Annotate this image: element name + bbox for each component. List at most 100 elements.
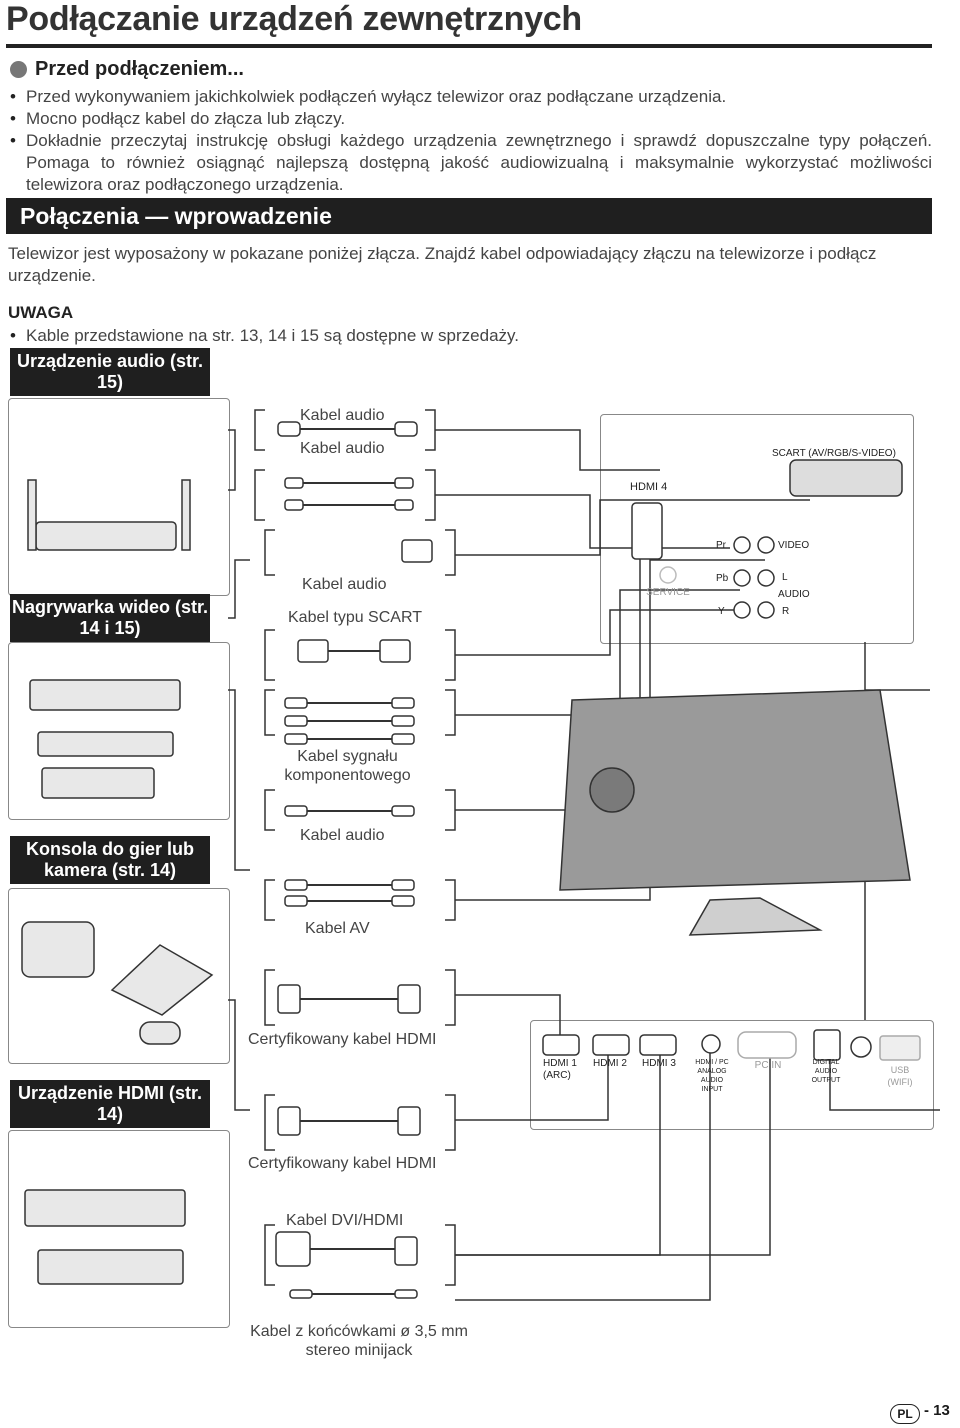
minijack-plug-icon: [289, 1289, 313, 1299]
bluray-player-icon: [37, 731, 174, 757]
cable-wire: [300, 428, 398, 1295]
pc-in-port-icon: [737, 1031, 797, 1059]
pb-port-icon: [733, 569, 751, 587]
video-port-icon: [757, 536, 775, 554]
before-heading: Przed podłączeniem...: [10, 58, 244, 81]
pr-port-icon: [733, 536, 751, 554]
scart-port-icon: [789, 459, 903, 497]
port-label-hdmi2: HDMI 2: [593, 1058, 627, 1069]
scart-plug-icon: [379, 639, 411, 663]
cable-bracket: [264, 529, 456, 576]
rca-plug-icon: [391, 879, 415, 891]
usb-port-icon: [879, 1035, 921, 1061]
note-heading: UWAGA: [8, 303, 74, 322]
cable-label-hdmi: Certyfikowany kabel HDMI: [248, 1031, 437, 1048]
cable-label-audio: Kabel audio: [300, 440, 385, 457]
scart-port-line: [455, 499, 810, 556]
cable-bracket: [264, 689, 456, 736]
cable-label-scart: Kabel typu SCART: [288, 609, 422, 626]
tv-back-icon: [559, 689, 911, 891]
tv-panel-line: [864, 642, 930, 691]
audio-device-label: Urządzenie audio (str. 15): [10, 348, 210, 396]
pcin-port-line: [455, 1050, 771, 1256]
intro-heading-bar: Połączenia — wprowadzenie: [6, 198, 932, 234]
hdmi-plug-icon: [394, 1236, 418, 1266]
port-label-hdmi-pc: HDMI / PC ANALOG AUDIO INPUT: [695, 1059, 729, 1093]
tv-stand-icon: [688, 897, 823, 936]
page-title: Podłączanie urządzeń zewnętrznych: [6, 0, 582, 38]
port-label-usb: USB (WIFI): [887, 1065, 913, 1087]
vcr-icon: [41, 767, 155, 799]
cable-bracket: [264, 629, 456, 681]
port-label-l: L: [782, 572, 788, 583]
hdmi2-port-icon: [592, 1034, 630, 1056]
hdmi4-port-icon: [631, 502, 663, 560]
intro-text: Telewizor jest wyposażony w pokazane pon…: [8, 244, 877, 285]
cable-label-dvi: Kabel DVI/HDMI: [286, 1212, 404, 1229]
port-label-hdmi4: HDMI 4: [630, 481, 668, 493]
hdmi-device-label: Urządzenie HDMI (str. 14): [10, 1080, 210, 1128]
console-link-line: [228, 689, 250, 871]
component-plug-icon: [391, 697, 415, 709]
section-dot-icon: [10, 61, 27, 78]
hdmi-plug-icon: [277, 984, 301, 1014]
hdmi1-port-line: [455, 994, 561, 1035]
rca-plug-icon: [394, 477, 414, 489]
minijack-plug-icon: [394, 1289, 418, 1299]
port-label-video: VIDEO: [778, 540, 810, 551]
hdmi-plug-icon: [397, 1106, 421, 1136]
page-number: - 13: [924, 1402, 950, 1419]
cable-label-audio: Kabel audio: [300, 407, 385, 424]
audio3-port-line: [455, 609, 740, 656]
cable-label-audio: Kabel audio: [302, 576, 387, 593]
port-label-pc-in: PC IN: [754, 1060, 782, 1071]
port-label-hdmi3: HDMI 3: [642, 1058, 676, 1069]
language-badge: PL: [890, 1404, 920, 1424]
headphone-port-icon: [850, 1036, 872, 1058]
component-plug-icon: [391, 733, 415, 745]
recorder-device-label: Nagrywarka wideo (str. 14 i 15): [10, 594, 210, 642]
component-port-line: [455, 589, 740, 716]
component-plug-icon: [284, 733, 308, 745]
hdmi1-port-icon: [542, 1034, 580, 1056]
audio-l-port-icon: [757, 569, 775, 587]
cable-bracket: [264, 969, 456, 1026]
port-label-pb: Pb: [716, 573, 729, 584]
hdmi2-port-line: [455, 1050, 609, 1121]
audio2-port-line: [435, 494, 730, 549]
cable-label-av: Kabel AV: [305, 920, 370, 937]
rca-plug-icon: [391, 805, 415, 817]
service-port-icon: [659, 566, 677, 584]
digital-port-line: [829, 1050, 940, 1111]
rca-plug-icon: [284, 499, 304, 511]
hdmi-dvd-player-icon: [24, 1189, 186, 1227]
port-label-digital-audio: DIGITAL AUDIO OUTPUT: [811, 1059, 841, 1084]
hdmi-link-line: [228, 999, 250, 1111]
component-plug-icon: [391, 715, 415, 727]
before-bullet: Dokładnie przeczytaj instrukcję obsługi …: [8, 130, 932, 196]
note-list: Kable przedstawione na str. 13, 14 i 15 …: [8, 325, 908, 347]
rca-plug-icon: [391, 895, 415, 907]
before-list: Przed wykonywaniem jakichkolwiek podłącz…: [8, 86, 932, 196]
title-rule: [6, 44, 932, 48]
before-heading-text: Przed podłączeniem...: [35, 58, 244, 80]
recorder-link-line: [228, 559, 250, 619]
hdmi-device-frame: [8, 1130, 230, 1328]
scart-plug-icon: [401, 539, 433, 563]
hdmi3-port-icon: [639, 1034, 677, 1056]
game-console-icon: [110, 944, 214, 1016]
rca-plug-icon: [284, 879, 308, 891]
rca-plug-icon: [284, 805, 308, 817]
rca-plug-icon: [394, 499, 414, 511]
port-label-audio: AUDIO: [778, 589, 810, 600]
hdmi-bluray-player-icon: [37, 1249, 184, 1285]
dvi-plug-icon: [275, 1231, 311, 1267]
port-label-y: Y: [718, 606, 725, 617]
hdmi-plug-icon: [397, 984, 421, 1014]
cable-label-component: Kabel sygnału komponentowego: [284, 748, 411, 784]
audio-receiver-icon: [35, 521, 177, 551]
before-bullet: Przed wykonywaniem jakichkolwiek podłącz…: [8, 86, 932, 108]
scart-plug-icon: [297, 639, 329, 663]
audio-device-frame: [8, 398, 230, 596]
